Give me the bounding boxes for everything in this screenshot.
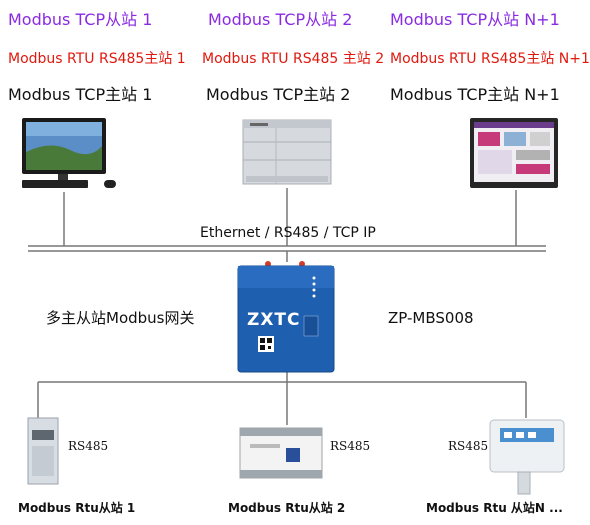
top-node-3-master-rtu-label: Modbus RTU RS485主站 N+1 (390, 51, 590, 67)
bus-label: Ethernet / RS485 / TCP IP (200, 225, 376, 241)
top-node-2-slave-tcp-label: Modbus TCP从站 2 (208, 10, 353, 29)
bottom-node-2-name: Modbus Rtu从站 2 (228, 501, 346, 515)
gateway-brand-logo: ZXTC (247, 310, 301, 330)
hmi-panel-icon (470, 118, 558, 188)
temperature-humidity-sensor-icon (489, 419, 565, 495)
plc-module-icon (239, 427, 323, 479)
bottom-node-3-name: Modbus Rtu 从站N ... (426, 501, 563, 515)
power-meter-icon (27, 417, 59, 485)
bottom-node-1-interface-label: RS485 (68, 439, 109, 453)
gateway-model: ZP-MBS008 (388, 309, 474, 327)
gateway-description: 多主从站Modbus网关 (46, 309, 195, 327)
top-node-1-master-tcp-label: Modbus TCP主站 1 (8, 85, 153, 104)
top-node-1-slave-tcp-label: Modbus TCP从站 1 (8, 10, 153, 29)
top-node-2-master-rtu-label: Modbus RTU RS485 主站 2 (202, 51, 385, 67)
top-node-3-master-tcp-label: Modbus TCP主站 N+1 (390, 85, 560, 104)
top-node-3-slave-tcp-label: Modbus TCP从站 N+1 (390, 10, 560, 29)
bottom-node-2-interface-label: RS485 (330, 439, 371, 453)
ethernet-bus (28, 245, 546, 252)
top-node-2-master-tcp-label: Modbus TCP主站 2 (206, 85, 351, 104)
top-node-1-master-rtu-label: Modbus RTU RS485主站 1 (8, 51, 186, 67)
desktop-computer-icon (22, 118, 116, 188)
bottom-node-3-interface-label: RS485 (448, 439, 489, 453)
network-diagram (22, 118, 565, 495)
gateway-device-icon (237, 261, 335, 373)
bottom-node-1-name: Modbus Rtu从站 1 (18, 501, 136, 515)
plc-controller-icon (242, 119, 332, 185)
